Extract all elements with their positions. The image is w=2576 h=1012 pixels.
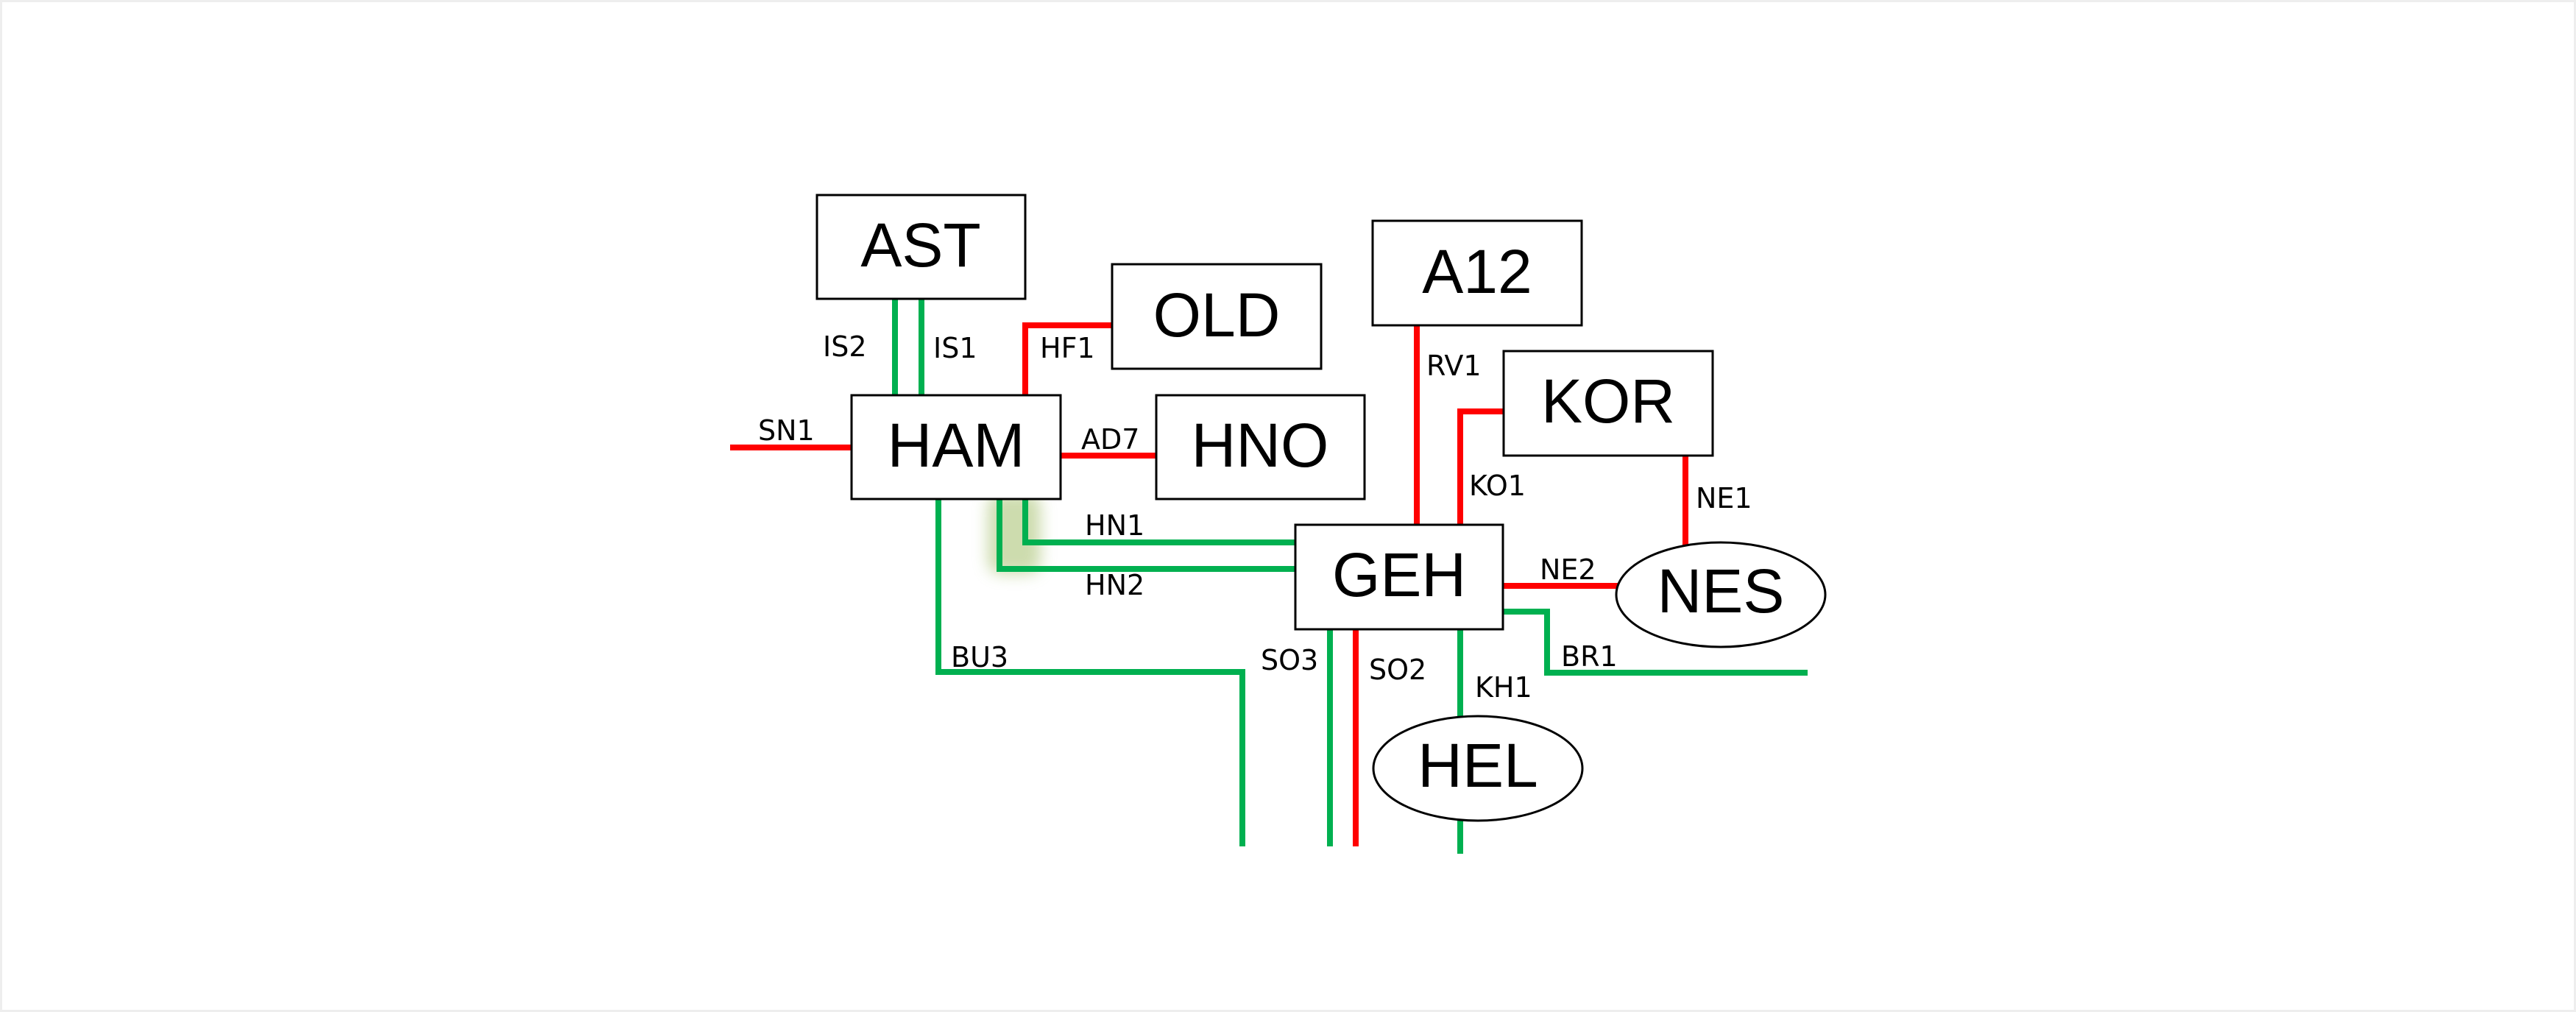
node-A12-box — [1371, 219, 1583, 327]
edge-label-SO3: SO3 — [1261, 644, 1318, 676]
node-GEH-label: GEH — [1332, 540, 1466, 609]
node-KOR[interactable]: KOR — [1502, 350, 1714, 457]
edge-HF1[interactable] — [1022, 322, 1112, 395]
node-HAM-label: HAM — [888, 411, 1025, 480]
edge-labels-layer: IS2 IS1 HF1 SN1 AD7 HN1 HN2 BU3 RV1 KO1 … — [758, 330, 1752, 704]
edge-label-HF1: HF1 — [1040, 332, 1095, 364]
selection-highlight-glow — [988, 493, 1041, 574]
edge-label-HN1: HN1 — [1085, 509, 1144, 542]
edge-label-KH1: KH1 — [1475, 671, 1532, 704]
node-NES-ellipse — [1615, 541, 1827, 648]
node-HNO-label: HNO — [1192, 411, 1329, 480]
node-AST-label: AST — [860, 210, 980, 280]
edge-label-KO1: KO1 — [1469, 470, 1526, 502]
edge-HN1[interactable] — [1022, 499, 1295, 545]
edges-layer — [730, 299, 1808, 854]
node-OLD-box — [1111, 263, 1323, 370]
edge-BR1[interactable] — [1503, 609, 1808, 676]
edge-label-RV1: RV1 — [1426, 350, 1482, 382]
nodes-layer: AST OLD HAM HNO A12 KOR GEH NES — [815, 194, 1827, 822]
node-HEL-label: HEL — [1418, 731, 1538, 800]
node-GEH[interactable]: GEH — [1294, 523, 1504, 631]
node-NES[interactable]: NES — [1615, 541, 1827, 648]
node-HNO-box — [1155, 394, 1366, 500]
node-HAM[interactable]: HAM — [850, 394, 1062, 500]
edge-label-NE2: NE2 — [1540, 553, 1596, 586]
edge-HN2[interactable] — [997, 499, 1295, 572]
edge-label-AD7: AD7 — [1081, 423, 1139, 456]
node-KOR-box — [1502, 350, 1714, 457]
node-OLD-label: OLD — [1153, 280, 1281, 350]
node-AST[interactable]: AST — [815, 194, 1027, 300]
edge-label-BR1: BR1 — [1561, 640, 1618, 673]
node-A12[interactable]: A12 — [1371, 219, 1583, 327]
edge-label-HN2: HN2 — [1085, 569, 1144, 601]
node-AST-box — [815, 194, 1027, 300]
edge-label-NE1: NE1 — [1696, 482, 1752, 514]
edge-label-SO2: SO2 — [1369, 654, 1426, 686]
node-KOR-label: KOR — [1541, 367, 1675, 436]
node-HEL[interactable]: HEL — [1372, 715, 1584, 822]
edge-label-IS2: IS2 — [823, 330, 867, 363]
edge-label-BU3: BU3 — [951, 641, 1008, 673]
edge-KO1[interactable] — [1457, 408, 1504, 525]
node-HEL-ellipse — [1372, 715, 1584, 822]
node-GEH-box — [1294, 523, 1504, 631]
node-HAM-box — [850, 394, 1062, 500]
edge-label-IS1: IS1 — [933, 332, 977, 364]
node-A12-label: A12 — [1422, 237, 1532, 306]
node-OLD[interactable]: OLD — [1111, 263, 1323, 370]
node-HNO[interactable]: HNO — [1155, 394, 1366, 500]
edge-label-SN1: SN1 — [758, 414, 815, 447]
edge-BU3[interactable] — [935, 499, 1245, 846]
node-NES-label: NES — [1657, 556, 1785, 626]
